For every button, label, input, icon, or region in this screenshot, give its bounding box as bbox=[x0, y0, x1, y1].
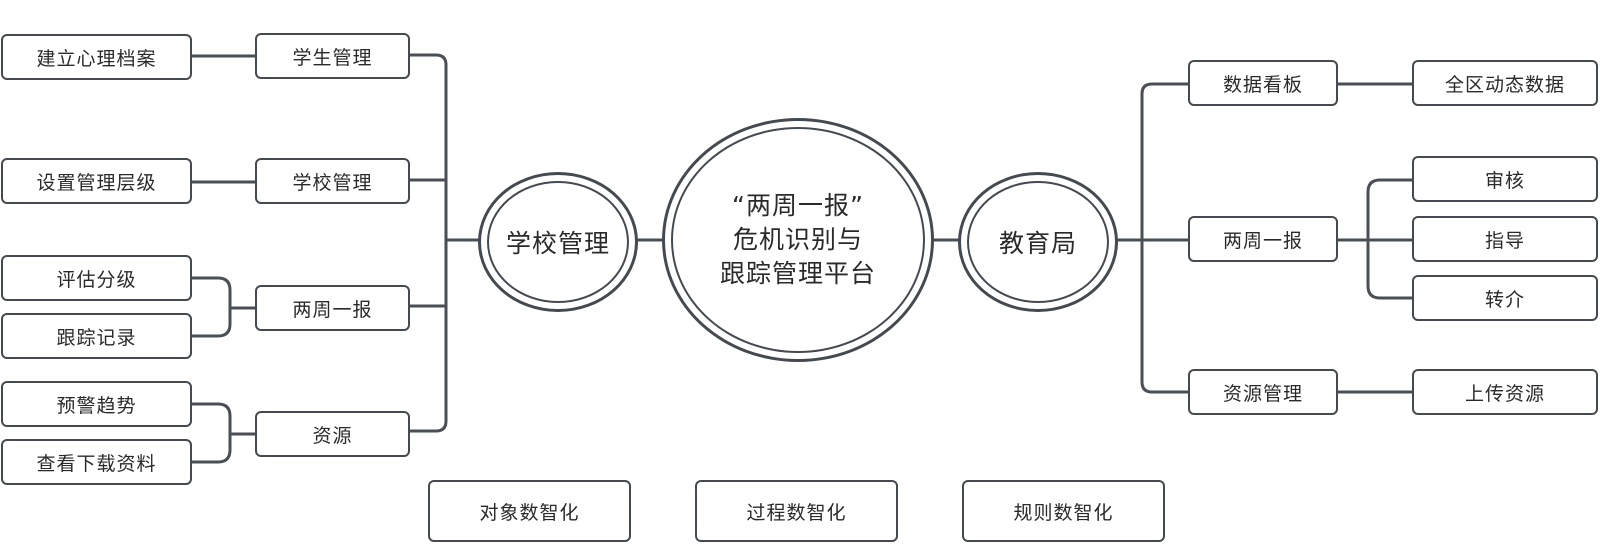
module-biweekly-report[interactable]: 两周一报 bbox=[255, 285, 410, 331]
module-school-management[interactable]: 学校管理 bbox=[255, 158, 410, 204]
module-student-management[interactable]: 学生管理 bbox=[255, 33, 410, 79]
hub-school-management[interactable]: 学校管理 bbox=[478, 172, 638, 312]
tag-process-digitalization: 过程数智化 bbox=[695, 480, 898, 542]
leaf-region-dynamic-data[interactable]: 全区动态数据 bbox=[1412, 60, 1598, 106]
leaf-guidance[interactable]: 指导 bbox=[1412, 216, 1598, 262]
tag-object-digitalization: 对象数智化 bbox=[428, 480, 631, 542]
leaf-set-management-levels[interactable]: 设置管理层级 bbox=[1, 158, 192, 204]
module-biweekly-report-bureau[interactable]: 两周一报 bbox=[1188, 216, 1338, 262]
leaf-upload-resources[interactable]: 上传资源 bbox=[1412, 369, 1598, 415]
hub-school-management-label: 学校管理 bbox=[505, 229, 610, 258]
center-platform-title: “两周一报” 危机识别与 跟踪管理平台 bbox=[719, 191, 876, 288]
leaf-create-psych-archive[interactable]: 建立心理档案 bbox=[1, 34, 192, 80]
module-resource-management[interactable]: 资源管理 bbox=[1188, 369, 1338, 415]
tag-rule-digitalization: 规则数智化 bbox=[962, 480, 1165, 542]
hub-education-bureau[interactable]: 教育局 bbox=[958, 172, 1118, 312]
leaf-tracking-records[interactable]: 跟踪记录 bbox=[1, 313, 192, 359]
leaf-view-download-materials[interactable]: 查看下载资料 bbox=[1, 439, 192, 485]
leaf-referral[interactable]: 转介 bbox=[1412, 275, 1598, 321]
leaf-review[interactable]: 审核 bbox=[1412, 156, 1598, 202]
module-data-dashboard[interactable]: 数据看板 bbox=[1188, 60, 1338, 106]
leaf-warning-trend[interactable]: 预警趋势 bbox=[1, 381, 192, 427]
leaf-assess-grading[interactable]: 评估分级 bbox=[1, 255, 192, 301]
module-resources[interactable]: 资源 bbox=[255, 411, 410, 457]
hub-education-bureau-label: 教育局 bbox=[998, 229, 1077, 258]
center-platform[interactable]: “两周一报” 危机识别与 跟踪管理平台 bbox=[662, 118, 934, 362]
